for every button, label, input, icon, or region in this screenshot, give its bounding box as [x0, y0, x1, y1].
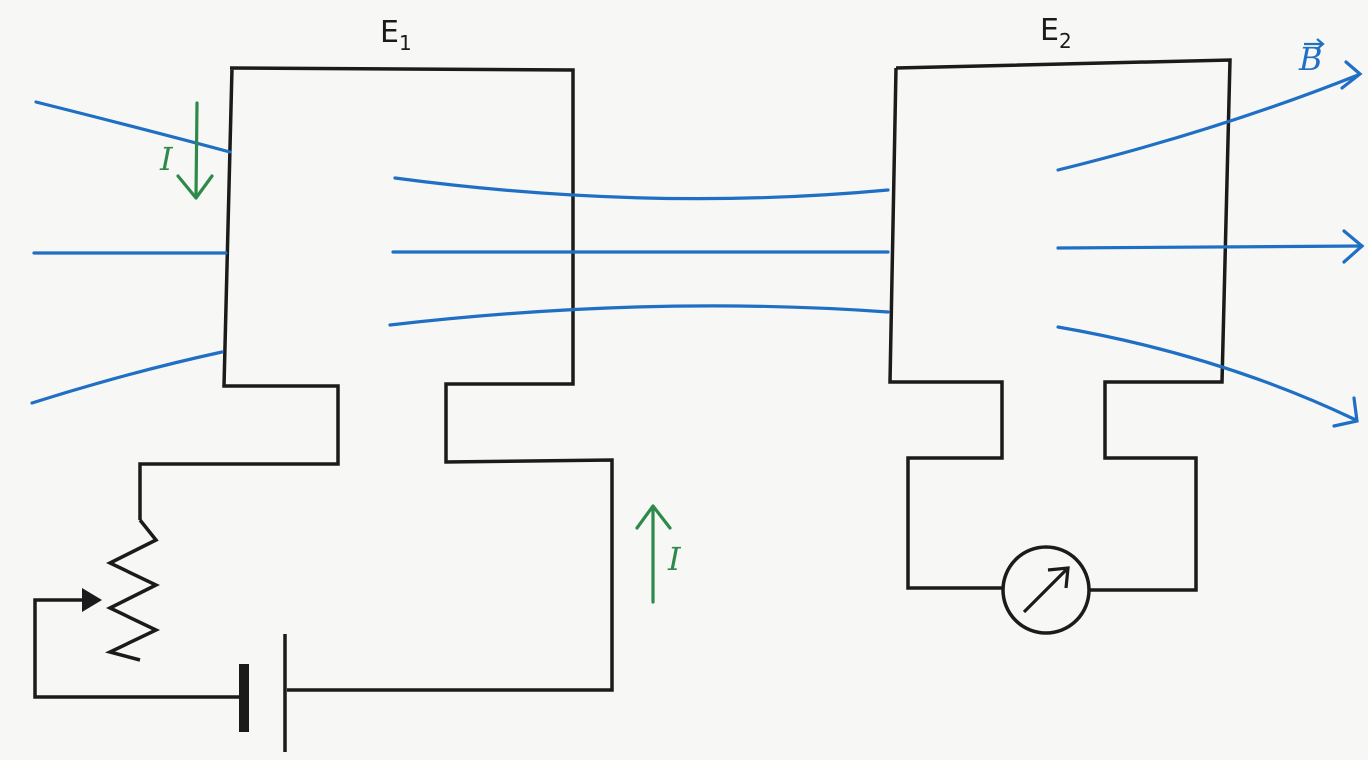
label-e2: E2 [1040, 13, 1072, 53]
current-label-right: I [667, 540, 682, 578]
electromagnet-e2 [888, 58, 1232, 592]
magnetic-field-lines [30, 60, 1365, 428]
current-arrow-up-icon [635, 504, 672, 604]
current-arrow-down-icon [176, 101, 214, 200]
galvanometer-icon [1001, 545, 1091, 635]
label-e1: E1 [380, 15, 412, 55]
field-label-b-text: B [1298, 40, 1323, 78]
variable-resistor-icon [104, 518, 161, 662]
variable-resistor-arrow-icon [82, 588, 102, 612]
current-label-left: I [159, 140, 174, 178]
electromagnet-e1 [33, 66, 614, 699]
battery-icon [239, 634, 287, 752]
field-label-b: B [1298, 38, 1325, 78]
